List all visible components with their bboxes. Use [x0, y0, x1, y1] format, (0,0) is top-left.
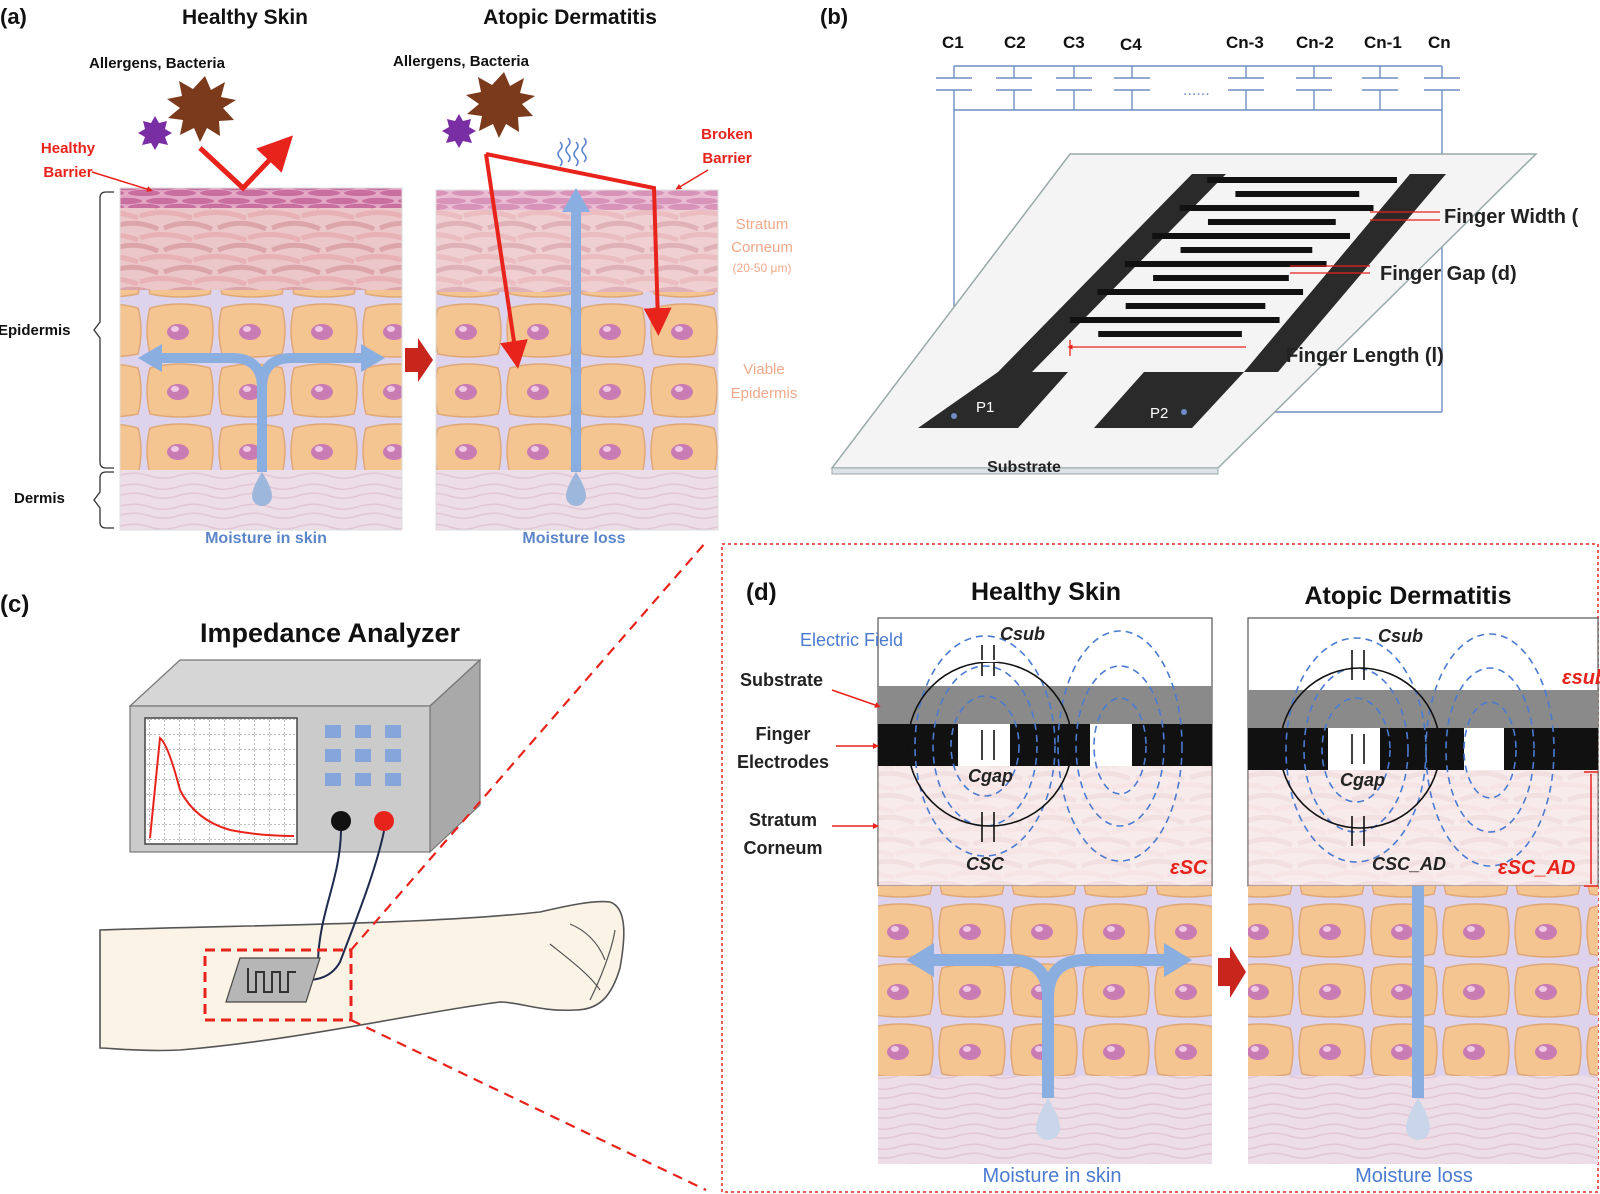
- stratum-corneum-line3: (20-50 μm): [733, 261, 792, 275]
- zoom-box-c: [203, 948, 353, 1022]
- bacteria-purple-left: [138, 116, 172, 150]
- dermis-bracket: [93, 471, 114, 529]
- electric-field-label: Electric Field: [800, 630, 903, 650]
- moisture-in-label-a: Moisture in skin: [205, 530, 327, 547]
- epidermis-label: Epidermis: [0, 322, 71, 339]
- circuit-healthy: [907, 645, 1073, 842]
- eps-sub: εsub: [1562, 667, 1600, 689]
- cap-label-3: C3: [1063, 33, 1085, 52]
- analyzer-screen: [144, 717, 298, 845]
- substrate-label-d: Substrate: [740, 670, 823, 690]
- finger-width-label: Finger Width (: [1444, 206, 1579, 228]
- cap-label-4: C4: [1120, 35, 1142, 54]
- allergens-left: Allergens, Bacteria: [89, 55, 226, 72]
- electrode-fingers: [1069, 177, 1397, 337]
- stratum-corneum-d-line1: Stratum: [749, 810, 817, 830]
- allergens-right: Allergens, Bacteria: [393, 53, 530, 70]
- moisture-arrow-ad: [557, 137, 590, 506]
- penetration-arrow-left: [484, 153, 528, 369]
- c-sub-healthy: Csub: [1000, 624, 1045, 644]
- moisture-arrow-d-healthy: [906, 943, 1192, 1140]
- zoom-line-bottom: [350, 1019, 707, 1191]
- forearm: [99, 900, 625, 1052]
- panel-d-label: (d): [746, 579, 777, 606]
- sensor-patch: [225, 957, 321, 1003]
- epidermis-bracket: [93, 191, 114, 469]
- c-sc-ad: CSC_AD: [1372, 854, 1446, 874]
- broken-barrier-line1: Broken: [701, 126, 753, 143]
- circuit-ad: [1279, 650, 1441, 846]
- screen-curve: [149, 736, 295, 839]
- stratum-corneum-line2: Corneum: [731, 239, 793, 256]
- moisture-arrow-healthy: [138, 344, 385, 506]
- cap-label-n2: Cn-2: [1296, 33, 1334, 52]
- substrate-label-b: Substrate: [987, 459, 1061, 476]
- c-gap-ad: Cgap: [1340, 770, 1385, 790]
- finger-length-label: Finger Length (l): [1286, 345, 1444, 367]
- panel-c: (c) Impedance Analyzer: [0, 591, 625, 1052]
- moisture-loss-label-a: Moisture loss: [522, 530, 625, 547]
- transition-arrow-a: [405, 338, 433, 382]
- analyzer-title: Impedance Analyzer: [200, 618, 461, 648]
- dimension-markers: [1067, 211, 1440, 356]
- healthy-barrier-line1: Healthy: [41, 140, 96, 157]
- panel-a: (a) Healthy Skin Atopic Dermatitis Aller…: [0, 4, 797, 547]
- p2-dot: [1181, 409, 1187, 415]
- finger-gap-label: Finger Gap (d): [1380, 263, 1517, 285]
- wire-black: [317, 830, 342, 961]
- zoom-line-top: [350, 541, 707, 951]
- c-sc-healthy: CSC: [966, 854, 1005, 874]
- black-terminal: [331, 811, 351, 831]
- panel-b: (b) C1 C2 C3 C4 Cn-3 Cn-2 Cn-1 Cn: [820, 4, 1579, 476]
- panel-a-title-ad: Atopic Dermatitis: [483, 6, 657, 29]
- eps-sc-healthy: εSC: [1170, 857, 1208, 879]
- capacitor-labels: C1 C2 C3 C4 Cn-3 Cn-2 Cn-1 Cn: [942, 33, 1451, 54]
- wire-red: [299, 830, 385, 981]
- p2-label: P2: [1150, 405, 1168, 422]
- finger-electrodes-line2: Electrodes: [737, 752, 829, 772]
- p1-label: P1: [976, 399, 994, 416]
- penetration-arrow-right: [485, 152, 672, 336]
- eps-sc-ad: εSC_AD: [1498, 857, 1575, 879]
- keypad: [325, 725, 401, 786]
- panel-d: (d) Healthy Skin Atopic Dermatitis: [721, 543, 1600, 1193]
- p1-dot: [951, 413, 957, 419]
- bacteria-purple-right: [442, 114, 476, 148]
- electric-field-lines-ad: [1285, 633, 1555, 867]
- thickness-marker: [1584, 771, 1598, 887]
- dermis-label: Dermis: [14, 490, 65, 507]
- broken-barrier-line2: Barrier: [702, 150, 751, 167]
- moisture-arrow-d-ad: [1406, 886, 1430, 1140]
- transition-arrow-d: [1218, 946, 1246, 998]
- moisture-in-label-d: Moisture in skin: [983, 1165, 1122, 1187]
- cap-label-n1: Cn-1: [1364, 33, 1402, 52]
- finger-electrodes-line1: Finger: [755, 724, 810, 744]
- capacitor-dots: ......: [1183, 82, 1210, 99]
- c-sub-ad: Csub: [1378, 626, 1423, 646]
- bacteria-brown-right: [466, 72, 535, 138]
- impedance-analyzer: [128, 658, 482, 854]
- panel-c-label: (c): [0, 591, 29, 618]
- bacteria-brown-left: [167, 76, 236, 142]
- cap-label-n: Cn: [1428, 33, 1451, 52]
- cap-label-n3: Cn-3: [1226, 33, 1264, 52]
- viable-epidermis-line2: Epidermis: [731, 385, 798, 402]
- c-gap-healthy: Cgap: [968, 766, 1013, 786]
- stratum-corneum-d-line2: Corneum: [743, 838, 822, 858]
- panel-d-title-healthy: Healthy Skin: [971, 578, 1121, 606]
- cap-label-1: C1: [942, 33, 964, 52]
- electric-field-lines-healthy: [914, 630, 1183, 862]
- panel-a-title-healthy: Healthy Skin: [182, 6, 308, 29]
- viable-epidermis-line1: Viable: [743, 361, 784, 378]
- red-terminal: [374, 811, 394, 831]
- panel-b-label: (b): [820, 4, 848, 29]
- panel-a-label: (a): [0, 4, 27, 29]
- moisture-loss-label-d: Moisture loss: [1355, 1165, 1473, 1187]
- healthy-barrier-line2: Barrier: [43, 164, 92, 181]
- cap-label-2: C2: [1004, 33, 1026, 52]
- stratum-corneum-line1: Stratum: [736, 216, 789, 233]
- panel-d-title-ad: Atopic Dermatitis: [1305, 582, 1512, 610]
- deflect-arrow: [198, 135, 294, 192]
